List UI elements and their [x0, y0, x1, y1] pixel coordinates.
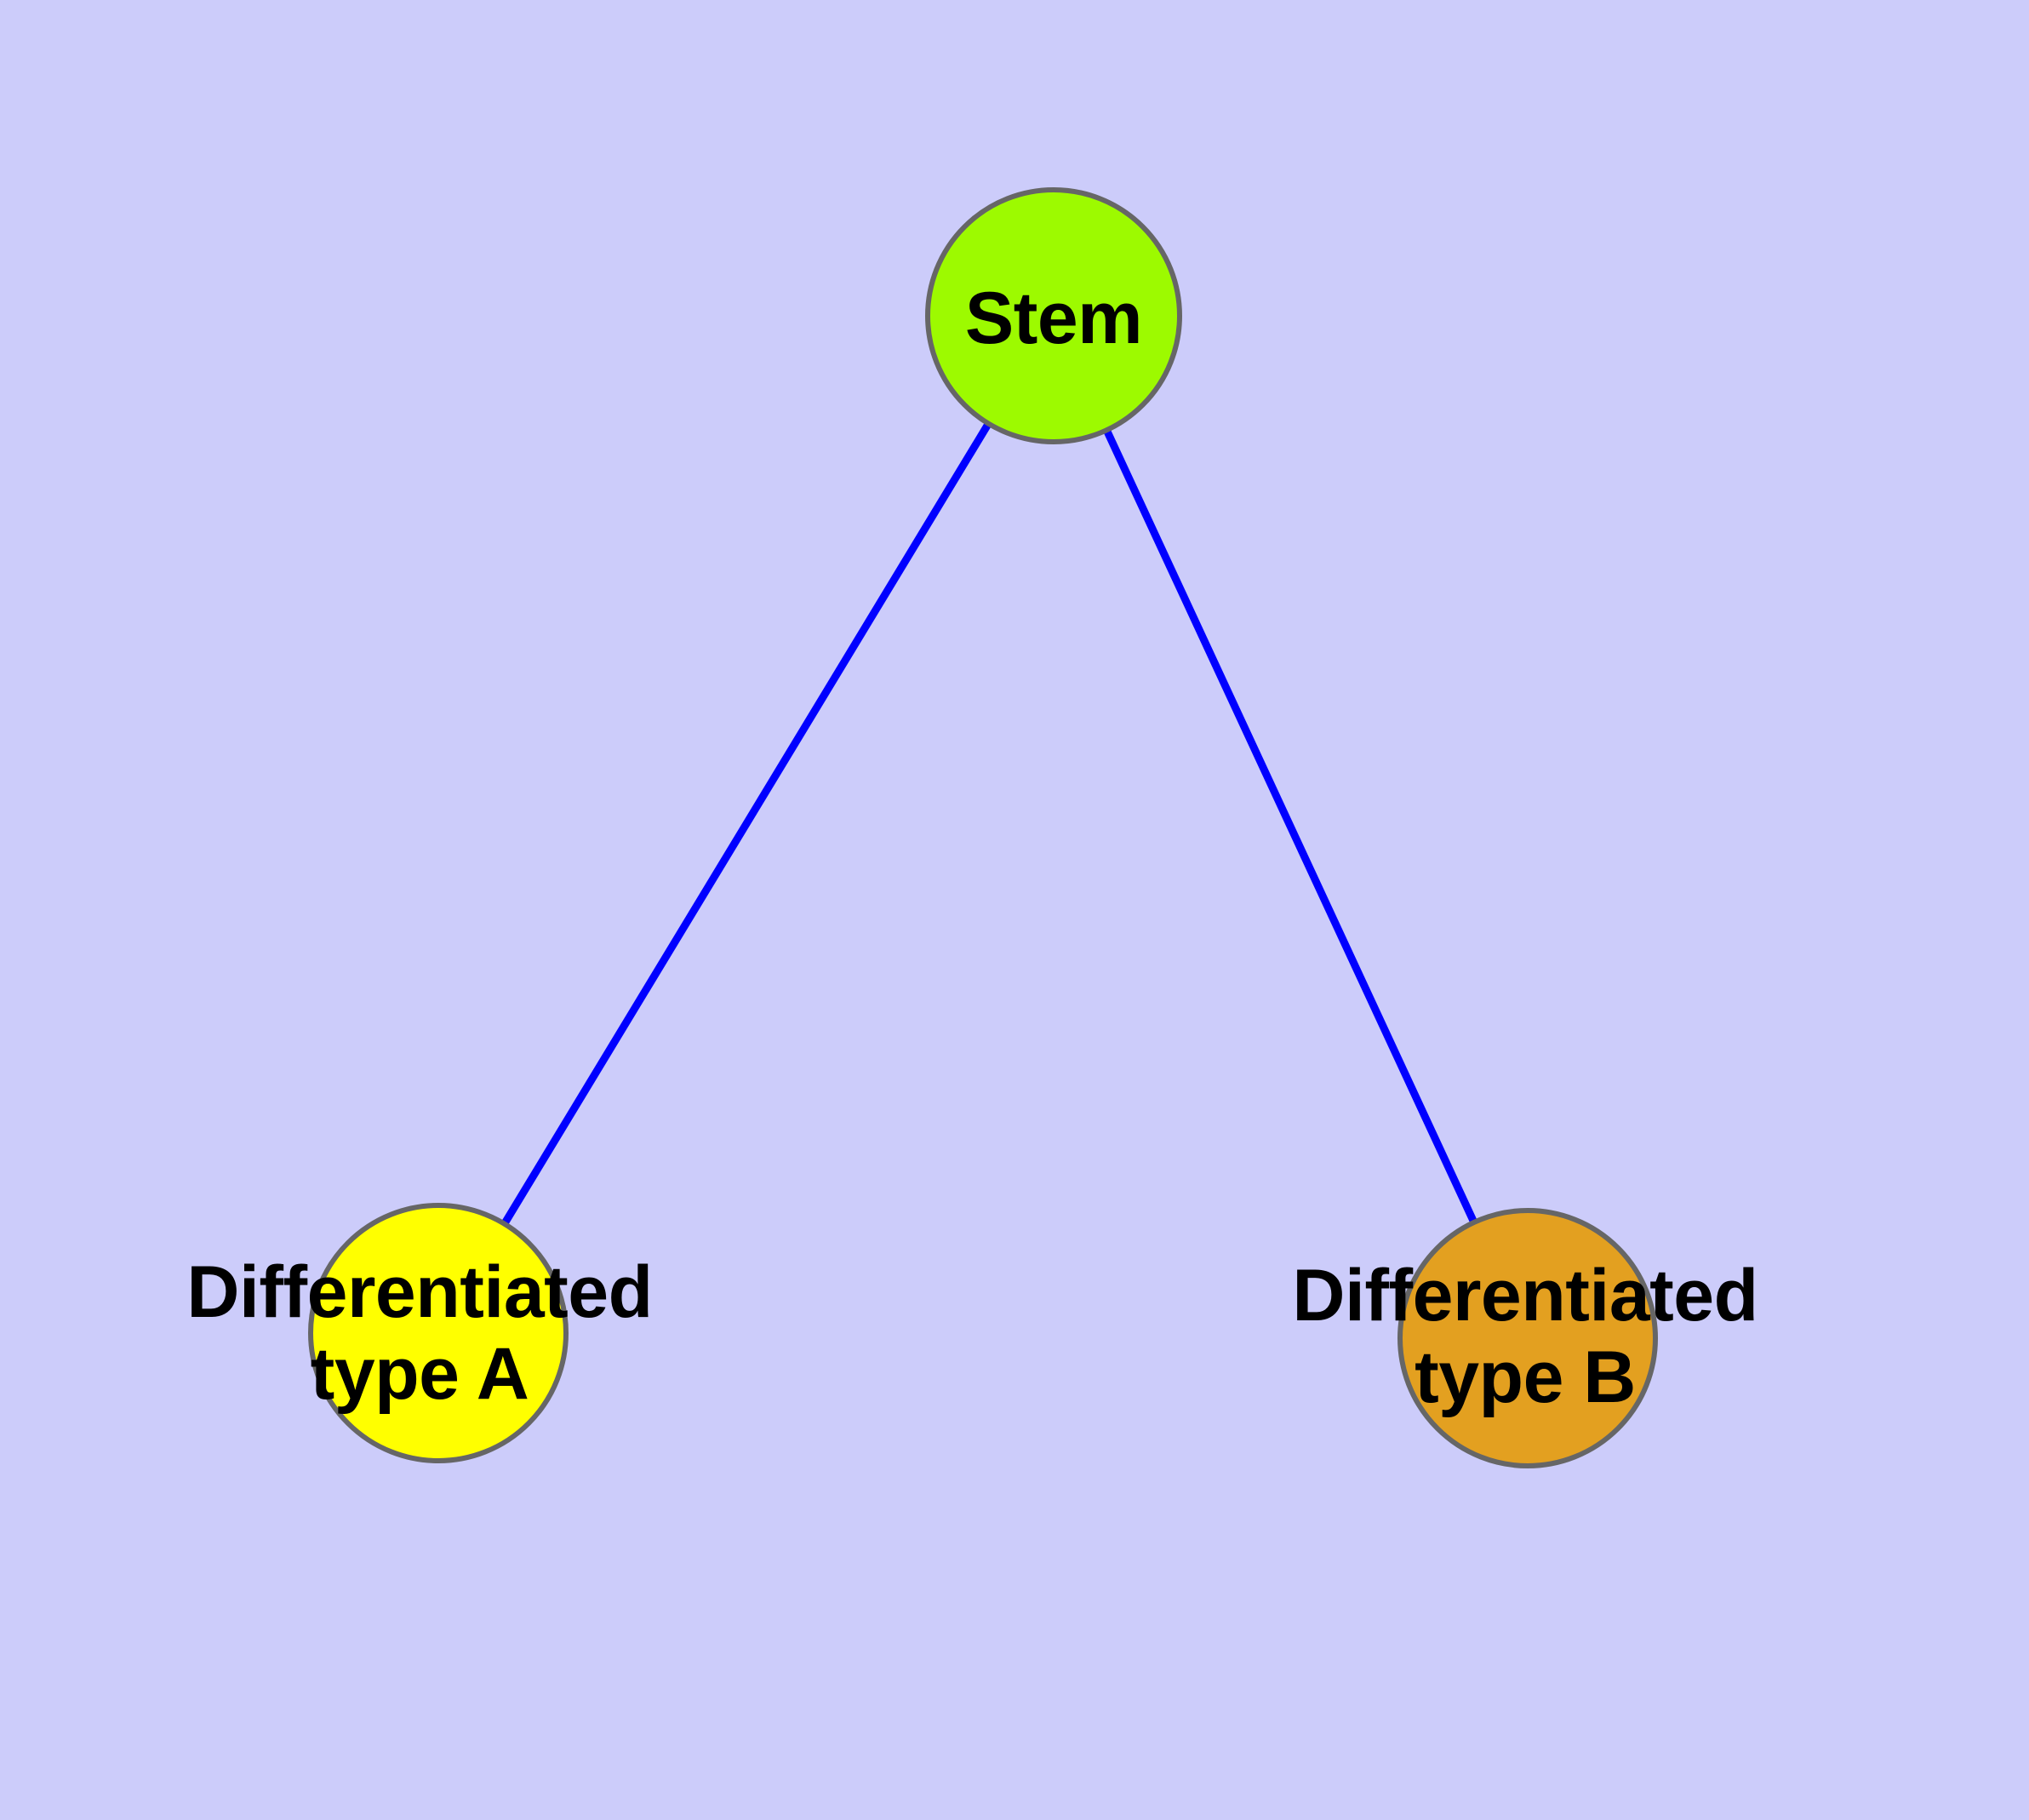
node-differentiated-type-b[interactable] [1397, 1208, 1658, 1468]
node-stem[interactable] [925, 187, 1182, 444]
node-differentiated-type-a[interactable] [308, 1203, 569, 1463]
node-layer [308, 187, 1658, 1468]
edge-layer [435, 313, 1532, 1340]
edge-stem-to-differentiated-type-b[interactable] [1049, 314, 1532, 1340]
edge-stem-to-differentiated-type-a[interactable] [435, 313, 1057, 1336]
